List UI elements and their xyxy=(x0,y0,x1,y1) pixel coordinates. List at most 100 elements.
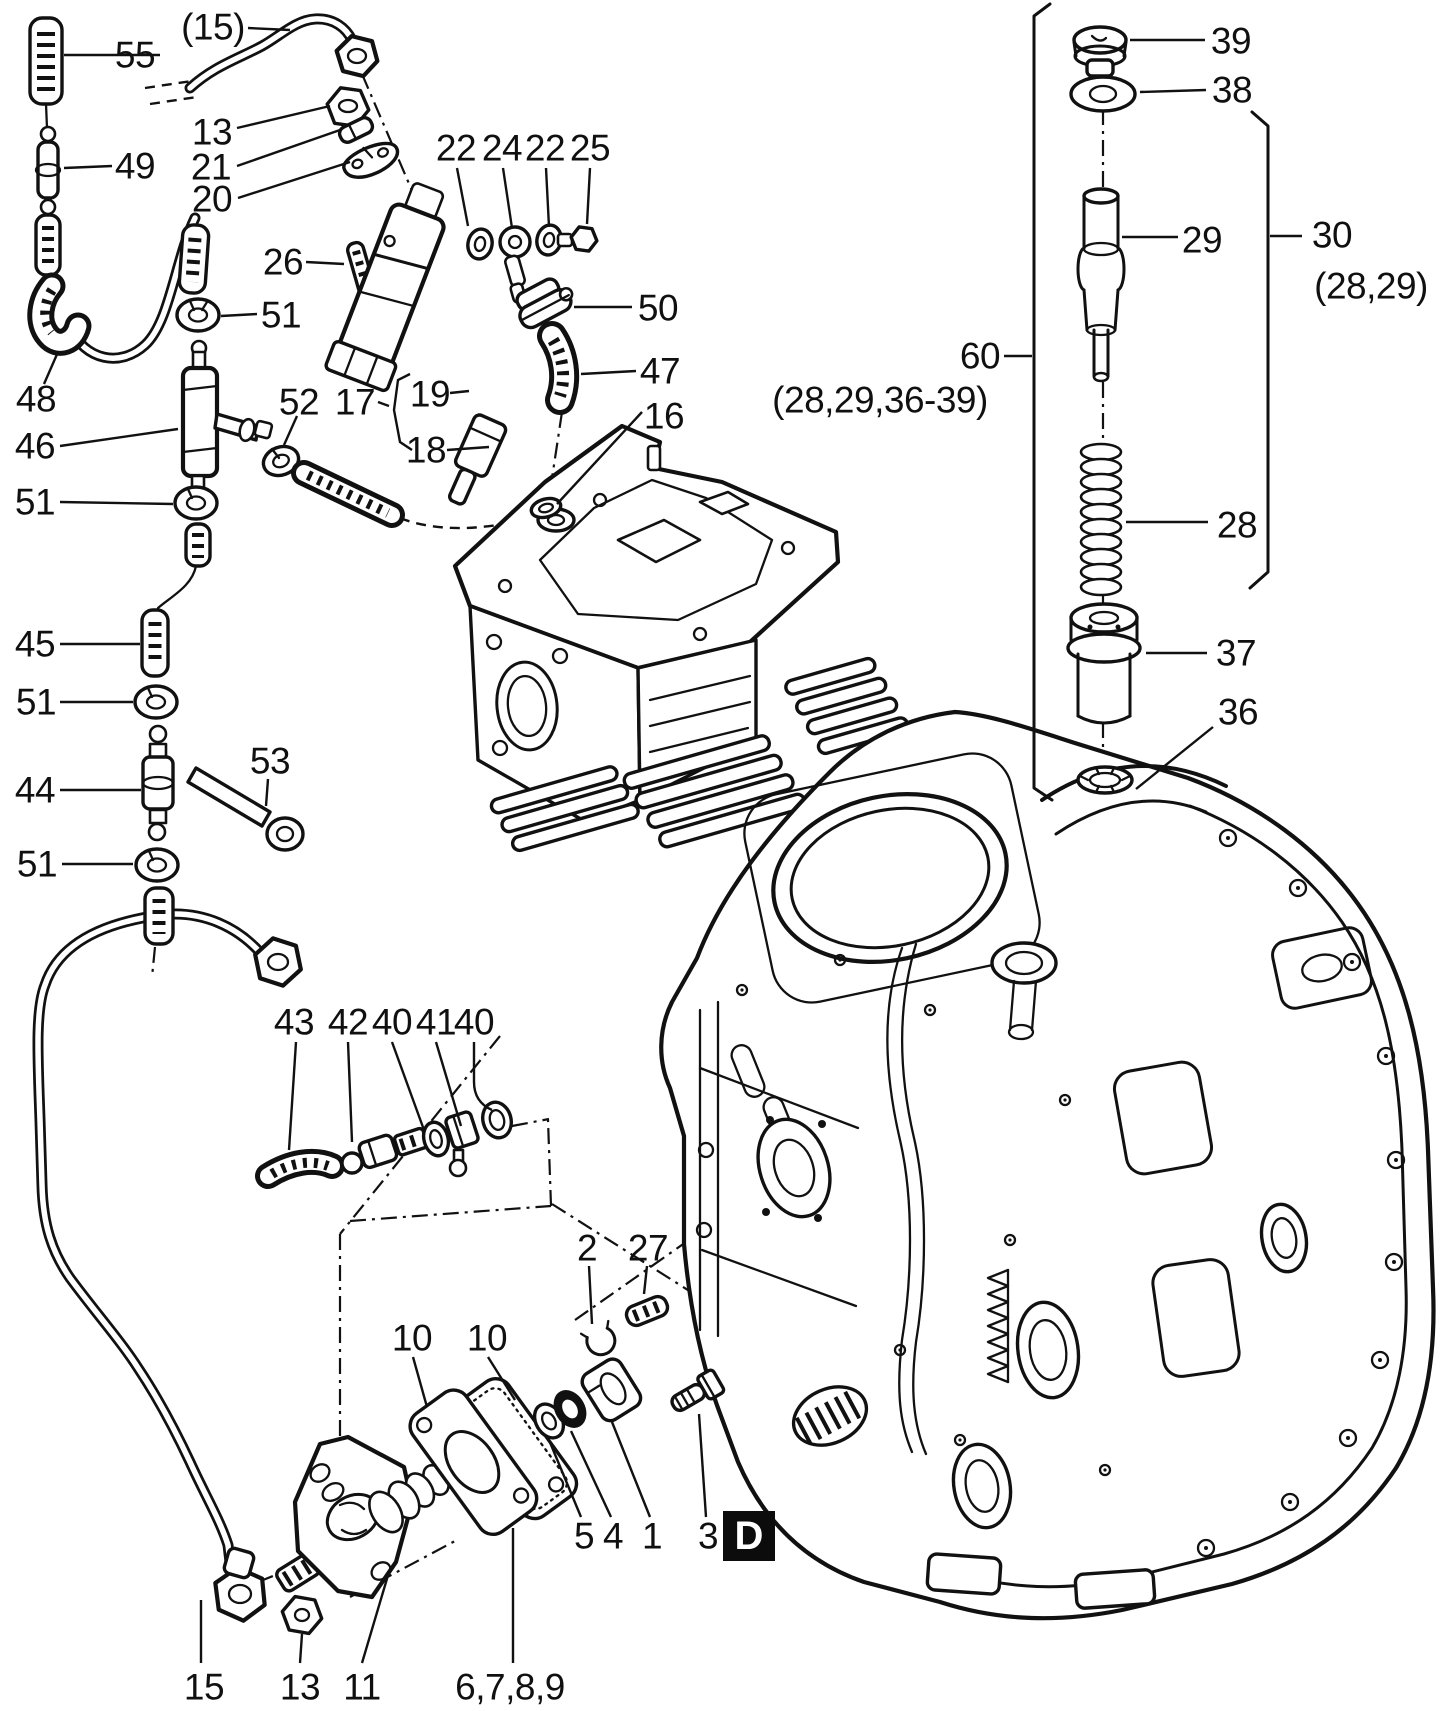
spring-28 xyxy=(1079,442,1123,597)
callout-60: 60 xyxy=(959,335,1001,377)
hp-pipe-15 xyxy=(32,908,303,1623)
callout-48: 48 xyxy=(15,378,57,420)
callout-28: 28 xyxy=(1216,504,1258,546)
plunger-29 xyxy=(1076,187,1126,383)
hose-47 xyxy=(537,321,580,415)
gasket-10-a xyxy=(408,1388,539,1537)
callout-10-b: 10 xyxy=(466,1317,508,1359)
callout-13-top: 13 xyxy=(191,111,233,153)
callout-40-b: 40 xyxy=(453,1001,495,1043)
callout-51-c: 51 xyxy=(15,681,57,723)
callout-30: 30 xyxy=(1311,214,1353,256)
washer-16 xyxy=(529,496,563,520)
section-marker-d: D xyxy=(723,1511,775,1561)
callout-4: 4 xyxy=(602,1515,624,1557)
cylinder-head xyxy=(452,423,910,853)
callout-10-a: 10 xyxy=(391,1317,433,1359)
elbow-hose-48 xyxy=(27,272,92,356)
callout-20: 20 xyxy=(191,178,233,220)
callout-55: 55 xyxy=(114,34,156,76)
callout-52: 52 xyxy=(278,381,320,423)
callout-51-d: 51 xyxy=(16,843,58,885)
callout-36: 36 xyxy=(1217,691,1259,733)
callout-22-a: 22 xyxy=(435,127,477,169)
callout-27: 27 xyxy=(627,1227,669,1269)
ring-40-a xyxy=(421,1120,451,1158)
callout-39: 39 xyxy=(1210,20,1252,62)
grommet-51-d xyxy=(134,847,180,883)
callout-13-bottom: 13 xyxy=(279,1666,321,1708)
retainer-37 xyxy=(1066,602,1142,725)
joint-52 xyxy=(261,444,301,478)
ring-4 xyxy=(553,1390,587,1428)
tee-fitting-46 xyxy=(180,339,274,507)
callout-40-a: 40 xyxy=(371,1001,413,1043)
bracket-30 xyxy=(1248,110,1270,590)
callout-19: 19 xyxy=(409,373,451,415)
callout-22-b: 22 xyxy=(524,127,566,169)
hose-51b-segment xyxy=(156,522,212,610)
callout-50: 50 xyxy=(637,287,679,329)
stud-27 xyxy=(624,1294,670,1328)
clamp-strap-53 xyxy=(186,766,305,852)
connector-49 xyxy=(34,102,62,216)
callout-42: 42 xyxy=(327,1001,369,1043)
callout-5: 5 xyxy=(573,1515,595,1557)
callout-29: 29 xyxy=(1181,219,1223,261)
callout-17: 17 xyxy=(334,381,376,423)
callout-41: 41 xyxy=(415,1001,457,1043)
callout-21: 21 xyxy=(190,146,232,188)
return-pipe-15 xyxy=(184,13,380,94)
callout-37: 37 xyxy=(1215,632,1257,674)
callout-38: 38 xyxy=(1211,69,1253,111)
callout-6789: 6,7,8,9 xyxy=(455,1666,565,1708)
collar-41 xyxy=(444,1110,480,1178)
washer-38 xyxy=(1069,75,1137,113)
crankcase xyxy=(659,709,1436,1621)
callout-26: 26 xyxy=(262,241,304,283)
bolt-25 xyxy=(556,225,599,253)
callout-44: 44 xyxy=(14,769,56,811)
ring-40-b xyxy=(480,1100,514,1140)
callout-43: 43 xyxy=(273,1001,315,1043)
hose-51a-segment xyxy=(177,223,211,295)
clamp-50 xyxy=(515,277,574,330)
plug-39 xyxy=(1072,25,1128,78)
leader-lines xyxy=(42,26,1302,1664)
callout-3: 3 xyxy=(697,1515,719,1557)
callout-15-paren: (15) xyxy=(181,6,245,48)
callout-45: 45 xyxy=(14,623,56,665)
nut-13-bottom xyxy=(280,1594,324,1636)
callout-18: 18 xyxy=(405,429,447,471)
callout-16: 16 xyxy=(643,395,685,437)
pipe-clamp-21 xyxy=(337,116,375,144)
hose-51d-segment xyxy=(143,886,175,946)
hose-49-segment xyxy=(34,213,62,277)
leak-off-eyelet-22-a xyxy=(466,227,494,261)
hose-45 xyxy=(140,608,170,678)
clip-2 xyxy=(579,1319,617,1357)
tappet-1 xyxy=(580,1357,643,1423)
pump-spring xyxy=(368,1456,464,1534)
callout-11: 11 xyxy=(343,1666,381,1708)
callout-15-bottom: 15 xyxy=(183,1666,225,1708)
brace-17-group xyxy=(392,372,413,451)
pipe-clamp-20 xyxy=(342,141,400,179)
callout-53: 53 xyxy=(249,740,291,782)
connector-44 xyxy=(141,724,175,842)
bracket-60 xyxy=(1032,2,1054,802)
hose-43 xyxy=(255,1148,345,1189)
callout-2: 2 xyxy=(576,1227,598,1269)
seal-ring-36 xyxy=(1076,765,1134,795)
callout-47: 47 xyxy=(639,350,681,392)
nozzle-18 xyxy=(447,413,508,506)
callout-group-30-contents: (28,29) xyxy=(1314,265,1428,307)
callout-24: 24 xyxy=(481,127,523,169)
grommet-51-c xyxy=(133,684,179,720)
fuel-hose-55 xyxy=(28,16,64,106)
callout-46: 46 xyxy=(14,425,56,467)
hose-52-segment xyxy=(291,460,405,528)
callout-51-b: 51 xyxy=(14,481,56,523)
